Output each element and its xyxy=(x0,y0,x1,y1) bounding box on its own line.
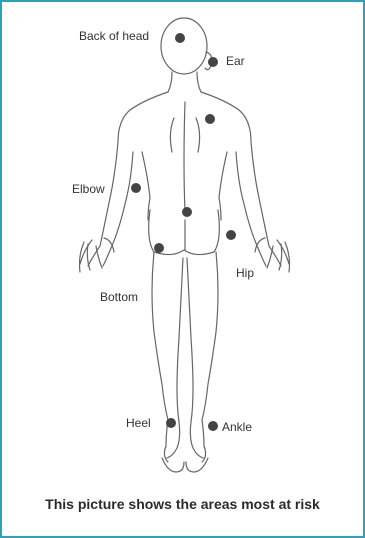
head-outline xyxy=(161,18,207,74)
ankle-dot xyxy=(208,421,218,431)
right-leg-inner xyxy=(187,258,203,458)
heel-label: Heel xyxy=(126,416,151,430)
caption: This picture shows the areas most at ris… xyxy=(2,496,363,512)
ear-dot xyxy=(208,57,218,67)
elbow-label: Elbow xyxy=(72,182,105,196)
left-leg-inner xyxy=(167,258,183,458)
right-hand xyxy=(255,238,290,272)
right-leg-outer xyxy=(202,252,218,462)
left-leg-outer xyxy=(152,252,168,462)
spine xyxy=(184,102,185,212)
bottom-dot xyxy=(154,243,164,253)
back-of-head-label: Back of head xyxy=(79,29,149,43)
left-arm-outer xyxy=(88,92,168,266)
heel-dot xyxy=(166,418,176,428)
ankle-label: Ankle xyxy=(222,420,252,434)
left-hand xyxy=(80,238,115,272)
hip-dot xyxy=(226,230,236,240)
ear-label: Ear xyxy=(226,54,245,68)
bottom-label: Bottom xyxy=(100,290,138,304)
left-foot xyxy=(162,458,184,472)
body-back-view xyxy=(2,2,363,482)
hip-label: Hip xyxy=(236,266,254,280)
back-of-head-dot xyxy=(175,33,185,43)
shoulder-blade-dot xyxy=(205,114,215,124)
elbow-dot xyxy=(131,183,141,193)
spine-dot xyxy=(182,207,192,217)
right-foot xyxy=(186,458,208,472)
